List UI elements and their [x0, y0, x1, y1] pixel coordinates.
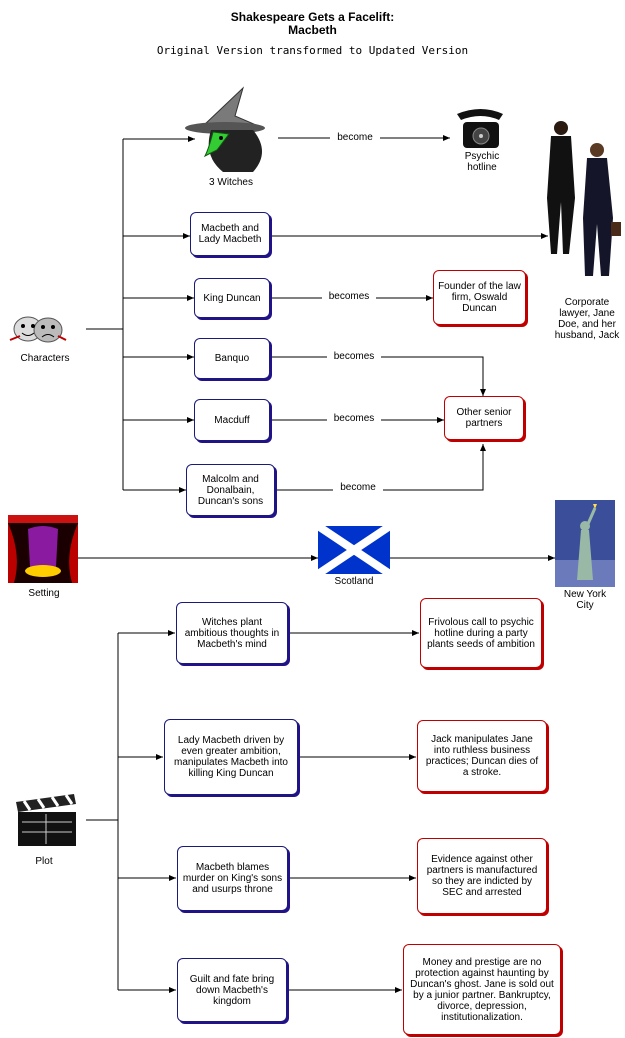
statue-of-liberty-icon [555, 500, 615, 587]
plot-updated-1: Frivolous call to psychic hotline during… [420, 598, 542, 668]
scotland-label: Scotland [334, 576, 374, 587]
theater-curtain-icon [8, 515, 78, 583]
characters-label: Characters [20, 353, 70, 364]
witches-caption: 3 Witches [209, 177, 253, 188]
plot-updated-2: Jack manipulates Jane into ruthless busi… [417, 720, 547, 792]
plot-original-3: Macbeth blames murder on King's sons and… [177, 846, 288, 911]
page-title: Shakespeare Gets a Facelift: [230, 10, 395, 24]
banquo-box: Banquo [194, 338, 270, 379]
scotland-flag-icon [318, 526, 390, 574]
plot-label: Plot [35, 856, 53, 867]
theater-masks-icon [9, 316, 67, 343]
becomes-label-duncan: becomes [322, 291, 376, 302]
corporate-caption: Corporate lawyer, Jane Doe, and her husb… [554, 297, 620, 341]
founder-box: Founder of the law firm, Oswald Duncan [433, 270, 526, 325]
plot-original-1: Witches plant ambitious thoughts in Macb… [176, 602, 288, 664]
becomes-label-banquo: becomes [327, 351, 381, 362]
other-partners-box: Other senior partners [444, 396, 524, 440]
plot-original-4: Guilt and fate bring down Macbeth's king… [177, 958, 287, 1022]
witch-icon [185, 86, 265, 172]
telephone-icon [457, 109, 503, 148]
macbeth-box: Macbeth and Lady Macbeth [190, 212, 270, 256]
macduff-box: Macduff [194, 399, 270, 441]
clapperboard-icon [16, 794, 76, 846]
plot-updated-3: Evidence against other partners is manuf… [417, 838, 547, 914]
nyc-label: New York City [563, 589, 607, 611]
plot-updated-4: Money and prestige are no protection aga… [403, 944, 561, 1035]
page-title-subject: Macbeth [288, 23, 337, 37]
setting-label: Setting [28, 588, 60, 599]
king-duncan-box: King Duncan [194, 278, 270, 318]
plot-original-2: Lady Macbeth driven by even greater ambi… [164, 719, 298, 795]
malcolm-donalbain-box: Malcolm and Donalbain, Duncan's sons [186, 464, 275, 516]
psychic-caption: Psychic hotline [464, 151, 500, 173]
become-label-sons: become [333, 482, 383, 493]
page-subtitle: Original Version transformed to Updated … [156, 44, 469, 57]
business-people-icon [547, 121, 621, 276]
becomes-label-macduff: becomes [327, 413, 381, 424]
become-label-witches: become [330, 132, 380, 143]
